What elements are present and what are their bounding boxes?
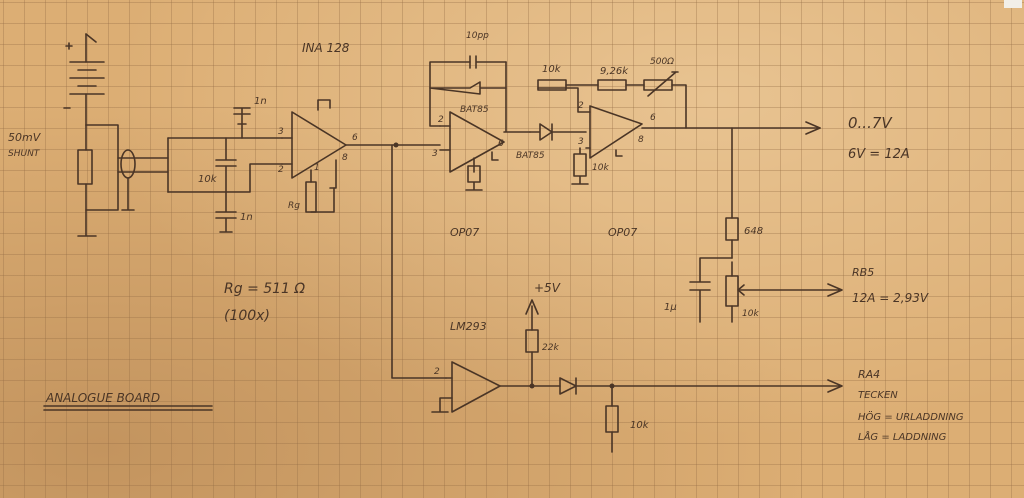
- label-op07-a: OP07: [450, 226, 479, 239]
- op07-precision-rectifier: [429, 55, 531, 191]
- label-r10k-d: 10k: [630, 420, 650, 431]
- label-r500: 500Ω: [650, 57, 674, 67]
- paper-corner: [1004, 0, 1022, 8]
- label-pin8: 8: [342, 153, 348, 163]
- label-lag: LÅG = LADDNING: [858, 430, 947, 443]
- label-pin3: 3: [278, 127, 284, 137]
- label-rg: Rg: [288, 201, 300, 211]
- input-filter: [167, 107, 283, 233]
- label-r22k: 22k: [542, 343, 559, 353]
- label-op2-pin6: 6: [498, 139, 504, 149]
- bat85-diode: [529, 123, 587, 141]
- label-c10p: 10pp: [466, 31, 489, 41]
- label-shunt: SHUNT: [8, 149, 41, 159]
- op07-gain-stage: [537, 71, 821, 185]
- label-op2-pin3: 3: [432, 149, 438, 159]
- label-lm293: LM293: [450, 320, 487, 333]
- label-r10k-c: 10k: [742, 309, 759, 319]
- label-r10k-a: 10k: [542, 64, 562, 75]
- title-underline: [43, 405, 213, 411]
- label-r10k-b: 10k: [592, 163, 609, 173]
- label-gain: (100x): [224, 308, 270, 324]
- label-pin1: 1: [314, 163, 320, 173]
- label-tecken: TECKEN: [858, 390, 898, 401]
- label-board-title: ANALOGUE BOARD: [45, 391, 160, 405]
- label-bat85-2: BAT85: [516, 151, 545, 161]
- label-output-range: 0...7V: [848, 114, 893, 132]
- label-bat85-1: BAT85: [460, 105, 489, 115]
- label-op3-pin3: 3: [578, 137, 584, 147]
- label-op3-pin6: 6: [650, 113, 656, 123]
- output-divider: [689, 127, 843, 323]
- label-ina128: INA 128: [302, 41, 350, 55]
- label-cmp-pin2: 2: [434, 367, 440, 377]
- twisted-pair: [117, 149, 169, 211]
- wire-ina-out: [391, 144, 447, 379]
- battery-symbol: [63, 33, 105, 126]
- label-pin6: 6: [352, 133, 358, 143]
- label-c2: 1n: [240, 212, 253, 223]
- label-op07-b: OP07: [608, 226, 637, 239]
- shunt-resistor: [77, 124, 119, 237]
- label-r9k: 9,26k: [600, 66, 629, 77]
- label-shunt-voltage: 50mV: [8, 131, 42, 144]
- ina128-amplifier: [281, 99, 393, 213]
- label-r10k-in: 10k: [198, 174, 218, 185]
- label-r648: 648: [744, 226, 763, 237]
- label-plus5v: +5V: [534, 281, 561, 295]
- label-op3-pin2: 2: [578, 101, 584, 111]
- label-rb5: RB5: [852, 266, 874, 279]
- lm293-comparator: [431, 299, 843, 453]
- label-c1u: 1µ: [664, 302, 677, 313]
- label-op2-pin2: 2: [438, 115, 444, 125]
- label-rb5-scale: 12A = 2,93V: [852, 291, 929, 305]
- label-hog: HÖG = URLADDNING: [858, 410, 964, 423]
- label-ra4: RA4: [858, 368, 880, 381]
- junction-dot: [393, 142, 399, 148]
- label-op3-pin8: 8: [638, 135, 644, 145]
- label-output-scale: 6V = 12A: [848, 147, 910, 162]
- label-rg-value: Rg = 511 Ω: [224, 281, 305, 297]
- label-pin2: 2: [278, 165, 284, 175]
- label-c1: 1n: [254, 96, 267, 107]
